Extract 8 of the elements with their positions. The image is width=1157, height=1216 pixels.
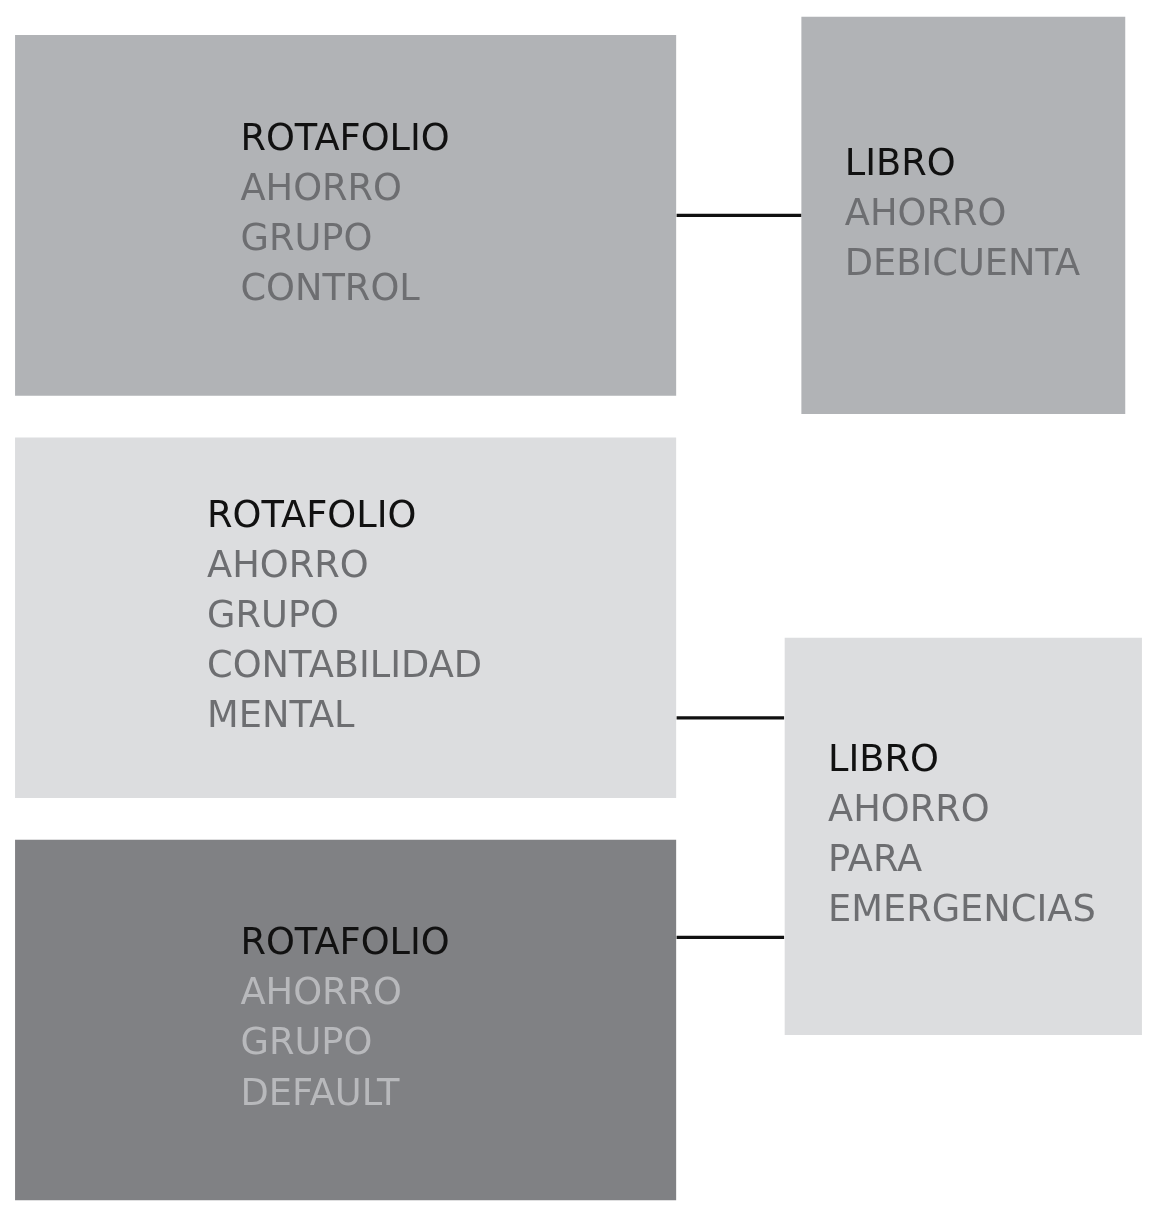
node-box: LIBRO AHORRO DEBICUENTA xyxy=(801,16,1126,414)
connector xyxy=(676,715,785,719)
node-box: ROTAFOLIO AHORRO GRUPO DEFAULT xyxy=(15,839,677,1200)
connector xyxy=(676,213,802,217)
connector xyxy=(676,935,785,939)
node-box: LIBRO AHORRO PARA EMERGENCIAS xyxy=(784,637,1142,1035)
node-box: ROTAFOLIO AHORRO GRUPO CONTABILIDAD MENTAL xyxy=(15,436,677,798)
node-box: ROTAFOLIO AHORRO GRUPO CONTROL xyxy=(15,34,677,396)
